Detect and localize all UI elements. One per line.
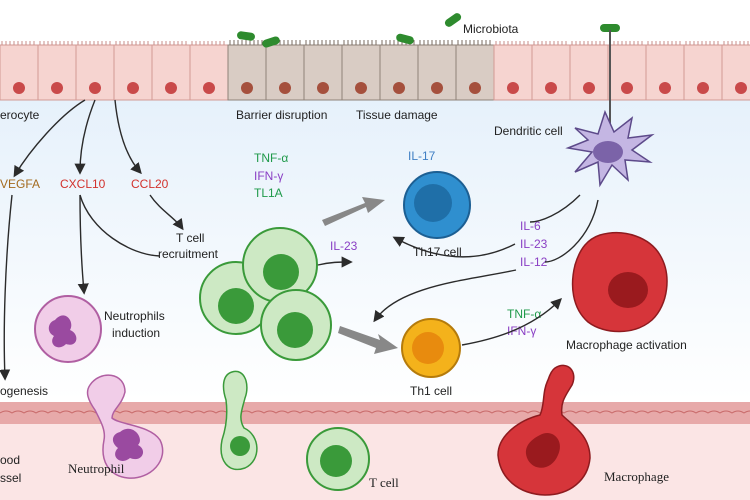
activated-macrophage: Macrophage activation	[566, 231, 687, 352]
cell-nucleus	[735, 82, 747, 94]
microvilli	[647, 41, 681, 45]
dendritic-cell-label: Dendritic cell	[494, 124, 563, 138]
cell-nucleus	[697, 82, 709, 94]
microvilli	[419, 40, 453, 45]
ifng-bottom-label: IFN-γ	[507, 324, 536, 338]
neutrophil-label: Neutrophil	[68, 461, 125, 476]
th17-cell: IL-17 Th17 cell	[403, 149, 471, 259]
epithelial-cell	[721, 44, 750, 101]
angiogenesis-label: ogenesis	[0, 384, 48, 398]
microvilli	[343, 40, 377, 45]
il12-label: IL-12	[520, 255, 548, 269]
microbe	[396, 33, 414, 45]
cell-nucleus	[583, 82, 595, 94]
cell-nucleus	[469, 82, 481, 94]
microbe	[444, 13, 462, 27]
cell-nucleus	[203, 82, 215, 94]
epithelium	[0, 40, 750, 101]
cell-nucleus	[13, 82, 25, 94]
microvilli	[39, 41, 73, 45]
transmigrating-macrophage: Macrophage	[497, 364, 669, 496]
t-cell-label: T cell	[369, 475, 399, 490]
cell-nucleus	[51, 82, 63, 94]
microvilli	[305, 40, 339, 45]
cell-nucleus	[317, 82, 329, 94]
microbe	[237, 31, 255, 41]
cell-nucleus	[431, 82, 443, 94]
ccl20-label: CCL20	[131, 177, 169, 191]
il23-center-label: IL-23	[330, 239, 358, 253]
microvilli	[457, 40, 491, 45]
cell-nucleus	[279, 82, 291, 94]
microvilli	[1, 41, 35, 45]
blood-vessel-label-line2: ssel	[0, 471, 21, 485]
ifng-top-label: IFN-γ	[254, 169, 283, 183]
macrophage-label: Macrophage	[604, 469, 669, 484]
microbe	[600, 24, 620, 32]
transmigrating-t-cell	[220, 370, 258, 471]
th1-cell: Th1 cell TNF-α IFN-γ	[401, 298, 562, 398]
cell-nucleus	[507, 82, 519, 94]
tnfa-top-label: TNF-α	[254, 151, 288, 165]
t-cell-in-vessel: T cell	[306, 427, 399, 491]
cell-nucleus	[659, 82, 671, 94]
cell-nucleus	[127, 82, 139, 94]
cell-nucleus	[621, 82, 633, 94]
microbiota-label: Microbiota	[463, 22, 519, 36]
microvilli	[77, 41, 111, 45]
cxcl10-label: CXCL10	[60, 177, 106, 191]
il6-label: IL-6	[520, 219, 541, 233]
microvilli	[191, 41, 225, 45]
neutrophils-induction-line2: induction	[112, 326, 160, 340]
transmigrating-neutrophil: Neutrophil	[68, 374, 164, 479]
cell-nucleus	[545, 82, 557, 94]
tcell-recruitment-line1: T cell	[176, 231, 204, 245]
microvilli	[609, 41, 643, 45]
cell-nucleus	[165, 82, 177, 94]
tcell-recruitment-line2: recruitment	[158, 247, 219, 261]
barrier-disruption-label: Barrier disruption	[236, 108, 327, 122]
enterocyte-label: erocyte	[0, 108, 40, 122]
microvilli	[495, 41, 529, 45]
chemokine-arrows	[0, 99, 184, 381]
il23-right-label: IL-23	[520, 237, 548, 251]
tnfa-bottom-label: TNF-α	[507, 307, 541, 321]
microvilli	[533, 41, 567, 45]
microvilli	[115, 41, 149, 45]
microvilli	[685, 41, 719, 45]
microbe	[262, 36, 280, 48]
microvilli	[153, 41, 187, 45]
cell-nucleus	[89, 82, 101, 94]
arrow-to-th17	[322, 197, 385, 226]
tl1a-label: TL1A	[254, 186, 283, 200]
dendritic-cell: Dendritic cell	[494, 30, 655, 188]
arrow-to-th1	[338, 326, 398, 354]
tissue-damage-label: Tissue damage	[356, 108, 438, 122]
neutrophil-in-tissue: Neutrophils induction	[34, 295, 165, 363]
neutrophils-induction-line1: Neutrophils	[104, 309, 165, 323]
macrophage-activation-label: Macrophage activation	[566, 338, 687, 352]
microvilli	[723, 41, 749, 45]
blood-vessel-label-line1: ood	[0, 453, 20, 467]
microvilli	[229, 40, 263, 45]
microvilli	[571, 41, 605, 45]
t-cell-cluster	[199, 227, 332, 361]
microbiota-group: Microbiota	[237, 13, 620, 48]
il17-label: IL-17	[408, 149, 436, 163]
cell-nucleus	[241, 82, 253, 94]
cell-nucleus	[393, 82, 405, 94]
th1-label: Th1 cell	[410, 384, 452, 398]
vegfa-label: VEGFA	[0, 177, 40, 191]
cell-nucleus	[355, 82, 367, 94]
